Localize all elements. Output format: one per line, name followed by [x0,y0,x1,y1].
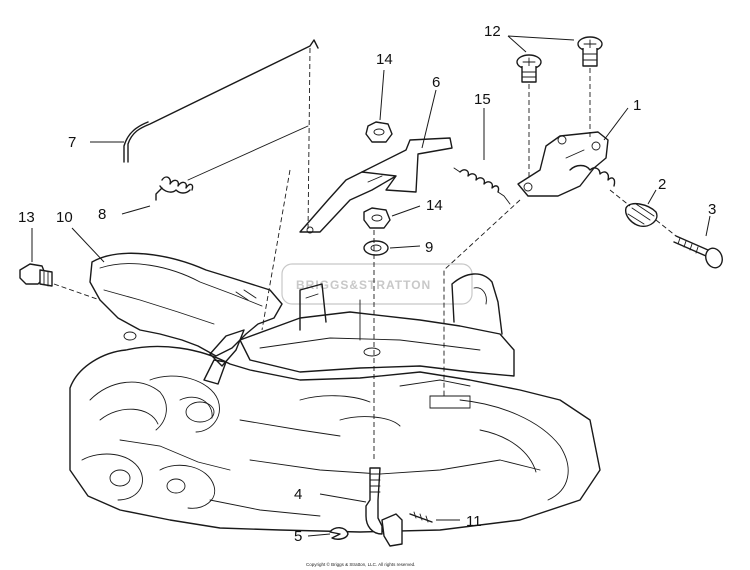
callout-13: 13 [18,209,35,226]
callout-11: 11 [466,513,482,530]
part-2-spring [625,202,658,227]
part-12-screw-right [577,36,603,67]
callout-2: 2 [658,176,666,193]
part-5-clip [329,527,349,540]
part-3-screw [673,235,723,269]
leader-lines [31,35,711,537]
part-12-screw-left [516,54,542,83]
part-15-spring [453,167,511,205]
callout-14-lower: 14 [426,197,443,214]
assembly-lines [53,47,677,460]
callout-4: 4 [294,486,302,503]
copyright-notice: Copyright © Briggs & Stratton, LLC. All … [306,561,415,567]
callout-12: 12 [484,23,501,40]
callout-14-upper: 14 [376,51,393,68]
callout-15: 15 [474,91,491,108]
part-14-nut-upper [365,121,393,143]
callout-5: 5 [294,528,302,545]
part-14-nut-lower [363,207,391,229]
watermark-text: BRIGGS&STRATTON [296,278,431,292]
callout-8: 8 [98,206,106,223]
part-10-cover [89,252,283,385]
governor-bracket-mount [239,273,515,409]
brand-watermark: BRIGGS&STRATTON [281,263,473,305]
part-13-bolt [19,263,53,287]
callout-3: 3 [708,201,716,218]
part-8-spring [155,125,309,201]
part-1-control-bracket [517,131,616,197]
part-9-washer [363,240,389,256]
callout-10: 10 [56,209,73,226]
part-6-governor-lever [299,137,453,234]
engine-block [69,345,601,533]
part-7-rod [123,39,319,163]
part-4-shaft [365,467,403,547]
callout-9: 9 [425,239,433,256]
callout-6: 6 [432,74,440,91]
callout-labels: 1 2 3 4 5 6 7 8 9 10 11 12 13 14 14 15 [18,23,716,545]
callout-1: 1 [633,97,641,114]
part-11-pin [409,511,433,523]
callout-7: 7 [68,134,76,151]
